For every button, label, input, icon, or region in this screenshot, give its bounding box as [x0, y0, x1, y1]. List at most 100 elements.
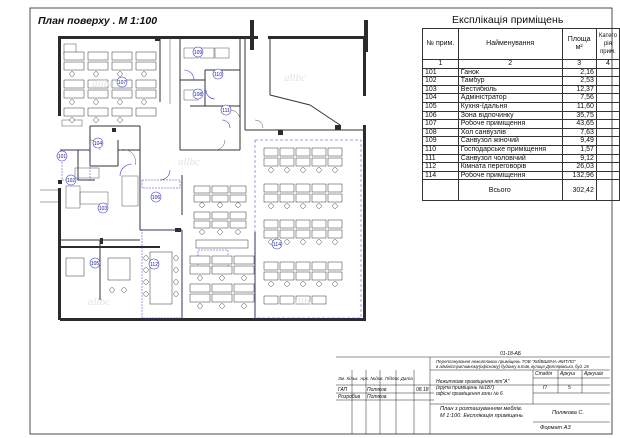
- change-header: Зм. Кільк. Арк. №док. Підпис Дата: [338, 376, 413, 381]
- room-number-110: 110: [214, 72, 222, 78]
- room-number-109: 109: [194, 50, 203, 56]
- room-num: 112: [422, 162, 459, 172]
- room-name: Тамбур: [457, 76, 563, 86]
- room-name: Кухня-їдальня: [457, 101, 563, 112]
- room-area: 35,75: [561, 110, 597, 121]
- room-marker-104: [92, 137, 104, 149]
- room-category: [595, 110, 620, 121]
- room-num: 104: [422, 93, 459, 103]
- room-number-112: 112: [150, 262, 158, 268]
- room-area: 132,96: [561, 170, 597, 181]
- room-name: Зона відпочинку: [457, 110, 563, 121]
- column-number: 3: [561, 59, 597, 69]
- room-name: Робоче приміщення: [457, 119, 563, 129]
- room-area: 2,16: [561, 67, 597, 78]
- watermark-4: allbc: [88, 296, 110, 308]
- column-number: 4: [595, 59, 620, 69]
- room-number-104: 104: [94, 141, 103, 147]
- project-location: в адміністративному(офісному) будинку в.…: [436, 364, 589, 369]
- room-number-101: 101: [58, 154, 67, 160]
- room-area: 7,63: [561, 127, 597, 138]
- room-category: [595, 144, 620, 155]
- room-num: 111: [422, 153, 459, 164]
- room-name: Ганок: [457, 67, 563, 78]
- room-category: [595, 67, 620, 78]
- room-marker-101: [56, 150, 68, 162]
- room-name: Господарське приміщення: [457, 144, 563, 155]
- room-marker-103: [97, 202, 109, 214]
- room-number-107: 107: [118, 80, 127, 86]
- column-number: 1: [422, 59, 459, 69]
- room-marker-105: [89, 257, 101, 269]
- gap-name: Поляков: [367, 387, 387, 393]
- total-empty: [422, 179, 459, 202]
- door-swings: [119, 69, 231, 181]
- sheet-header: Аркуш: [560, 371, 576, 377]
- room-marker-102: [65, 174, 77, 186]
- total-value: 302,42: [561, 179, 597, 202]
- room-category: [595, 76, 620, 86]
- room-num: 106: [422, 110, 459, 121]
- watermark-2: allbc: [284, 72, 306, 84]
- project-name: Перепланування нежитлових приміщень ТОВ …: [436, 359, 576, 364]
- sheet-description-1: План з розташуванням меблів.: [440, 406, 523, 412]
- room-number-111: 111: [222, 108, 230, 114]
- date-value: 08.18: [416, 387, 429, 393]
- explication-title: Експлікація приміщень: [452, 14, 564, 26]
- explication-table: № прим. Найменування Площа м² Катего рія…: [422, 28, 620, 202]
- room-num: 108: [422, 127, 459, 138]
- room-category: [595, 170, 620, 181]
- room-num: 109: [422, 136, 459, 146]
- sheet-value: 5: [568, 385, 571, 391]
- room-num: 102: [422, 76, 459, 86]
- room-area: 1,57: [561, 144, 597, 155]
- object-line-2: (група приміщень №187): [436, 385, 495, 391]
- room-num: 105: [422, 101, 459, 112]
- stage-header: Стадія: [535, 371, 553, 377]
- object-line-1: Нежитлове приміщення літ"А": [436, 379, 510, 385]
- room-area: 7,56: [561, 93, 597, 103]
- room-category: [595, 153, 620, 164]
- author-name: Полякова С.: [552, 410, 584, 416]
- room-number-106: 106: [152, 195, 161, 201]
- drawing-code: 01-18-АБ: [500, 351, 522, 357]
- room-name: Кімната переговорів: [457, 162, 563, 172]
- header-room-number: № прим.: [422, 28, 459, 60]
- room-category: [595, 84, 620, 95]
- header-room-name: Найменування: [457, 28, 563, 60]
- sheet-description-2: М 1:100. Експлікація приміщень: [440, 413, 523, 419]
- outer-frame: [29, 7, 613, 435]
- room-num: 101: [422, 67, 459, 78]
- stage-value: П: [543, 385, 547, 391]
- plan-details: [40, 38, 362, 319]
- room-name: Вестибюль: [457, 84, 563, 95]
- watermark-5: allbc: [292, 296, 314, 308]
- room-markers: [56, 46, 283, 270]
- room-number-102: 102: [67, 178, 76, 184]
- room-marker-110: [212, 68, 224, 80]
- room-area: 43,65: [561, 119, 597, 129]
- sheets-header: Аркушів: [584, 371, 603, 377]
- total-label: Всього: [457, 179, 563, 202]
- total-row: Всього 302,42: [422, 179, 620, 202]
- room-category: [595, 136, 620, 146]
- room-num: 114: [422, 170, 459, 181]
- room-number-103: 103: [99, 206, 108, 212]
- room-marker-107: [116, 76, 128, 88]
- room-area: 9,49: [561, 136, 597, 146]
- room-num: 107: [422, 119, 459, 129]
- room-marker-106: [150, 191, 162, 203]
- explication-header-row: № прим. Найменування Площа м² Катего рія…: [422, 28, 620, 60]
